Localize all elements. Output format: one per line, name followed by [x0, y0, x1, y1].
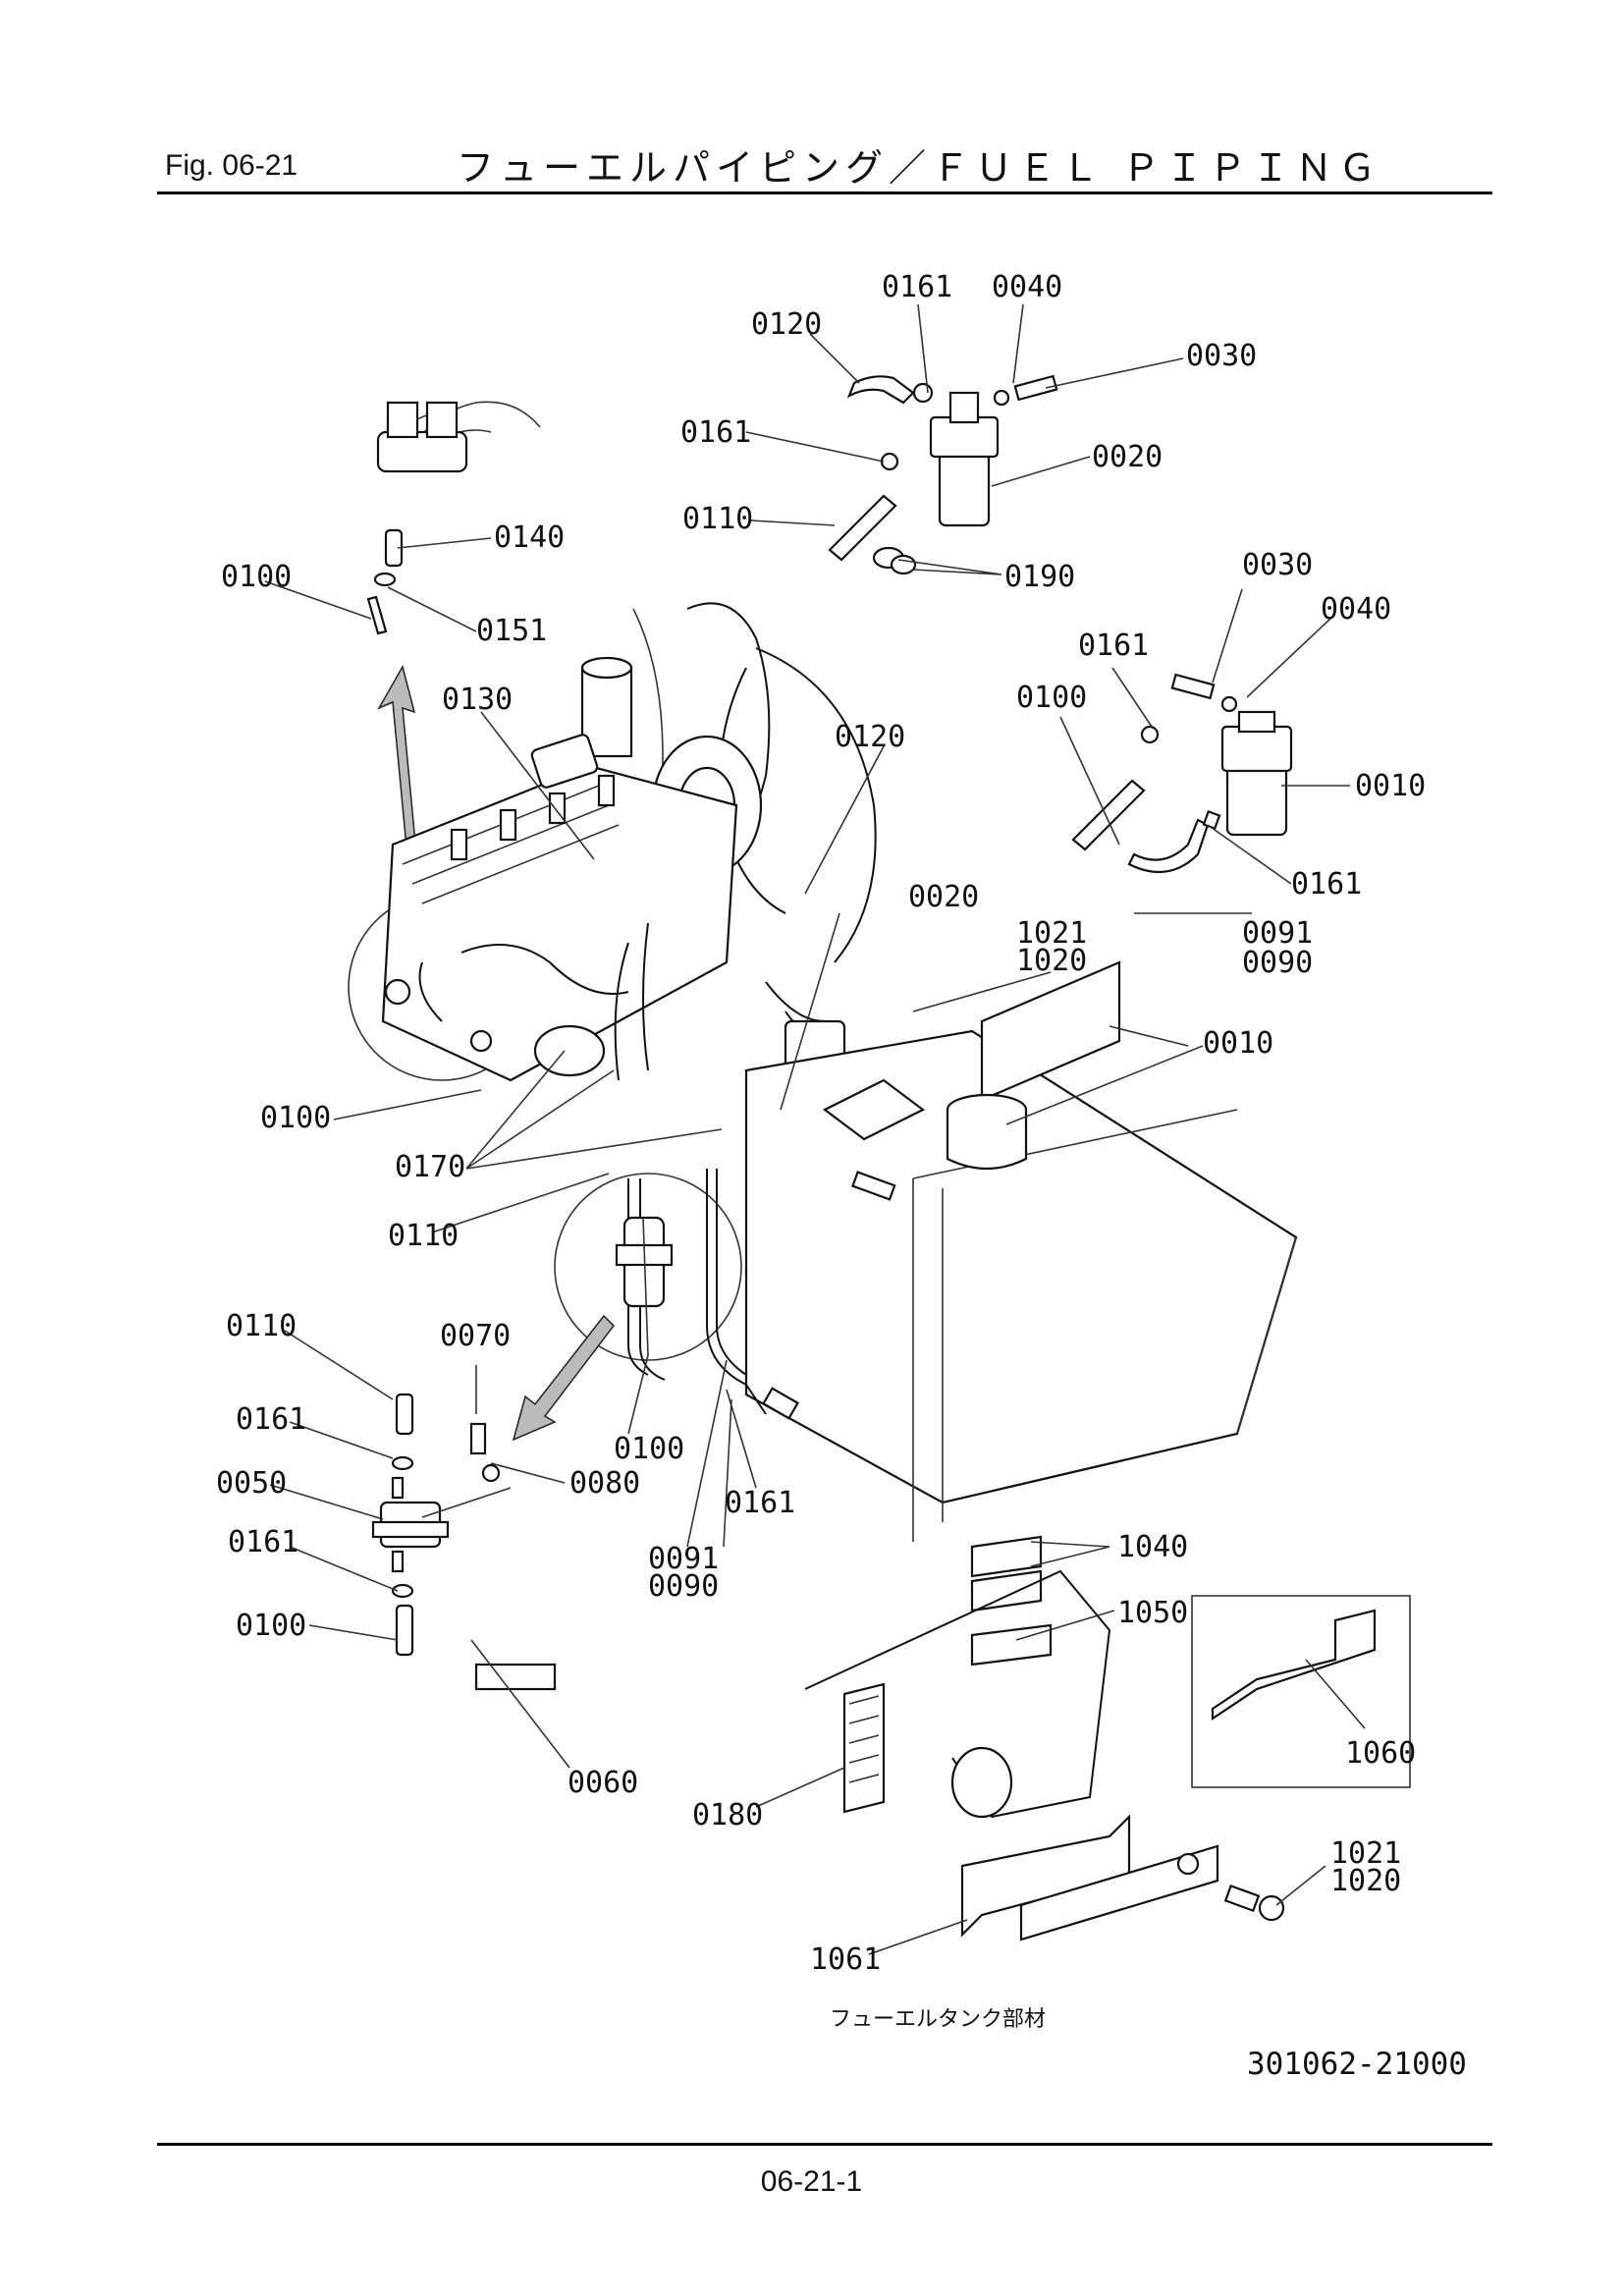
callout-1050: 1050 [1117, 1596, 1188, 1630]
footer-rule [157, 2143, 1492, 2146]
callout-0161-right-lower: 0161 [1291, 867, 1362, 902]
callout-0161-lower-b: 0161 [228, 1525, 298, 1559]
injector-return-detail [366, 401, 541, 635]
callout-1021-top: 1021 [1016, 916, 1087, 951]
callout-0010-right: 0010 [1355, 769, 1426, 803]
callout-0030-right: 0030 [1242, 548, 1313, 582]
leader-lines [264, 303, 1366, 1955]
callout-0030-top: 0030 [1186, 339, 1257, 373]
callout-0010-tank: 0010 [1203, 1026, 1273, 1061]
callout-0091-right: 0091 [1242, 916, 1313, 951]
callout-0190: 0190 [1004, 560, 1075, 594]
callout-0161-lower-a: 0161 [236, 1402, 306, 1437]
callout-0100-pump: 0100 [614, 1432, 684, 1466]
callout-1040: 1040 [1117, 1530, 1188, 1564]
callout-0100-topleft: 0100 [221, 560, 292, 594]
callout-labels: 0161 0040 0120 0030 0161 0020 0110 0190 … [216, 270, 1426, 2032]
right-fuel-filter [1071, 673, 1293, 874]
callout-1060: 1060 [1345, 1736, 1416, 1771]
callout-0140: 0140 [494, 520, 565, 555]
callout-0020-engine: 0020 [908, 880, 979, 914]
drawing-number: 301062-21000 [1247, 2047, 1467, 2082]
callout-0040-right: 0040 [1321, 592, 1391, 627]
callout-0120-top: 0120 [751, 307, 822, 342]
callout-0170: 0170 [395, 1150, 465, 1184]
callout-0151: 0151 [476, 614, 547, 648]
callout-0110-lower: 0110 [226, 1309, 297, 1343]
callout-0110-engine: 0110 [388, 1219, 459, 1253]
fuel-tank [723, 960, 1298, 1548]
callout-1021-lower: 1021 [1330, 1836, 1401, 1871]
lower-fuel-pump-detail [371, 1393, 557, 1691]
callout-0180: 0180 [692, 1798, 763, 1832]
callout-0100-right: 0100 [1016, 681, 1087, 715]
callout-1061: 1061 [810, 1942, 881, 1977]
callout-1020-lower: 1020 [1330, 1864, 1401, 1898]
callout-0020-top: 0020 [1092, 440, 1163, 474]
callout-0161-tank: 0161 [725, 1486, 795, 1520]
callout-0080: 0080 [569, 1466, 640, 1501]
callout-0100-engine-left: 0100 [260, 1101, 331, 1135]
figure-number: Fig. 06-21 [165, 149, 298, 182]
tank-brackets [804, 1535, 1411, 1941]
page-number: 06-21-1 [760, 2165, 863, 2198]
upper-fuel-filter [828, 374, 1058, 575]
figure-title: フューエルパイピング／ＦＵＥＬ ＰＩＰＩＮＧ [457, 146, 1382, 190]
callout-0040-top: 0040 [992, 270, 1062, 304]
callout-0090-lower: 0090 [648, 1569, 719, 1604]
callout-0090-right: 0090 [1242, 946, 1313, 980]
detail-arrow-lower [512, 1314, 615, 1442]
callout-0100-lower: 0100 [236, 1609, 306, 1643]
callout-0161-right: 0161 [1078, 629, 1149, 663]
tank-part-note: フューエルタンク部材 [830, 2007, 1046, 2032]
callout-0161-top: 0161 [882, 270, 952, 304]
callout-0050: 0050 [216, 1466, 287, 1501]
callout-0120-engine: 0120 [835, 720, 905, 754]
figure-header: Fig. 06-21 フューエルパイピング／ＦＵＥＬ ＰＩＰＩＮＧ [157, 137, 1492, 192]
callout-1020-top: 1020 [1016, 944, 1087, 978]
callout-0110-top: 0110 [682, 502, 753, 536]
callout-0161-upper: 0161 [680, 415, 751, 450]
header-rule [157, 191, 1492, 194]
callout-0091-lower: 0091 [648, 1542, 719, 1576]
callout-0130: 0130 [442, 683, 513, 717]
callout-0060: 0060 [568, 1766, 638, 1800]
engine-block [348, 602, 877, 1082]
callout-0070: 0070 [440, 1319, 511, 1353]
